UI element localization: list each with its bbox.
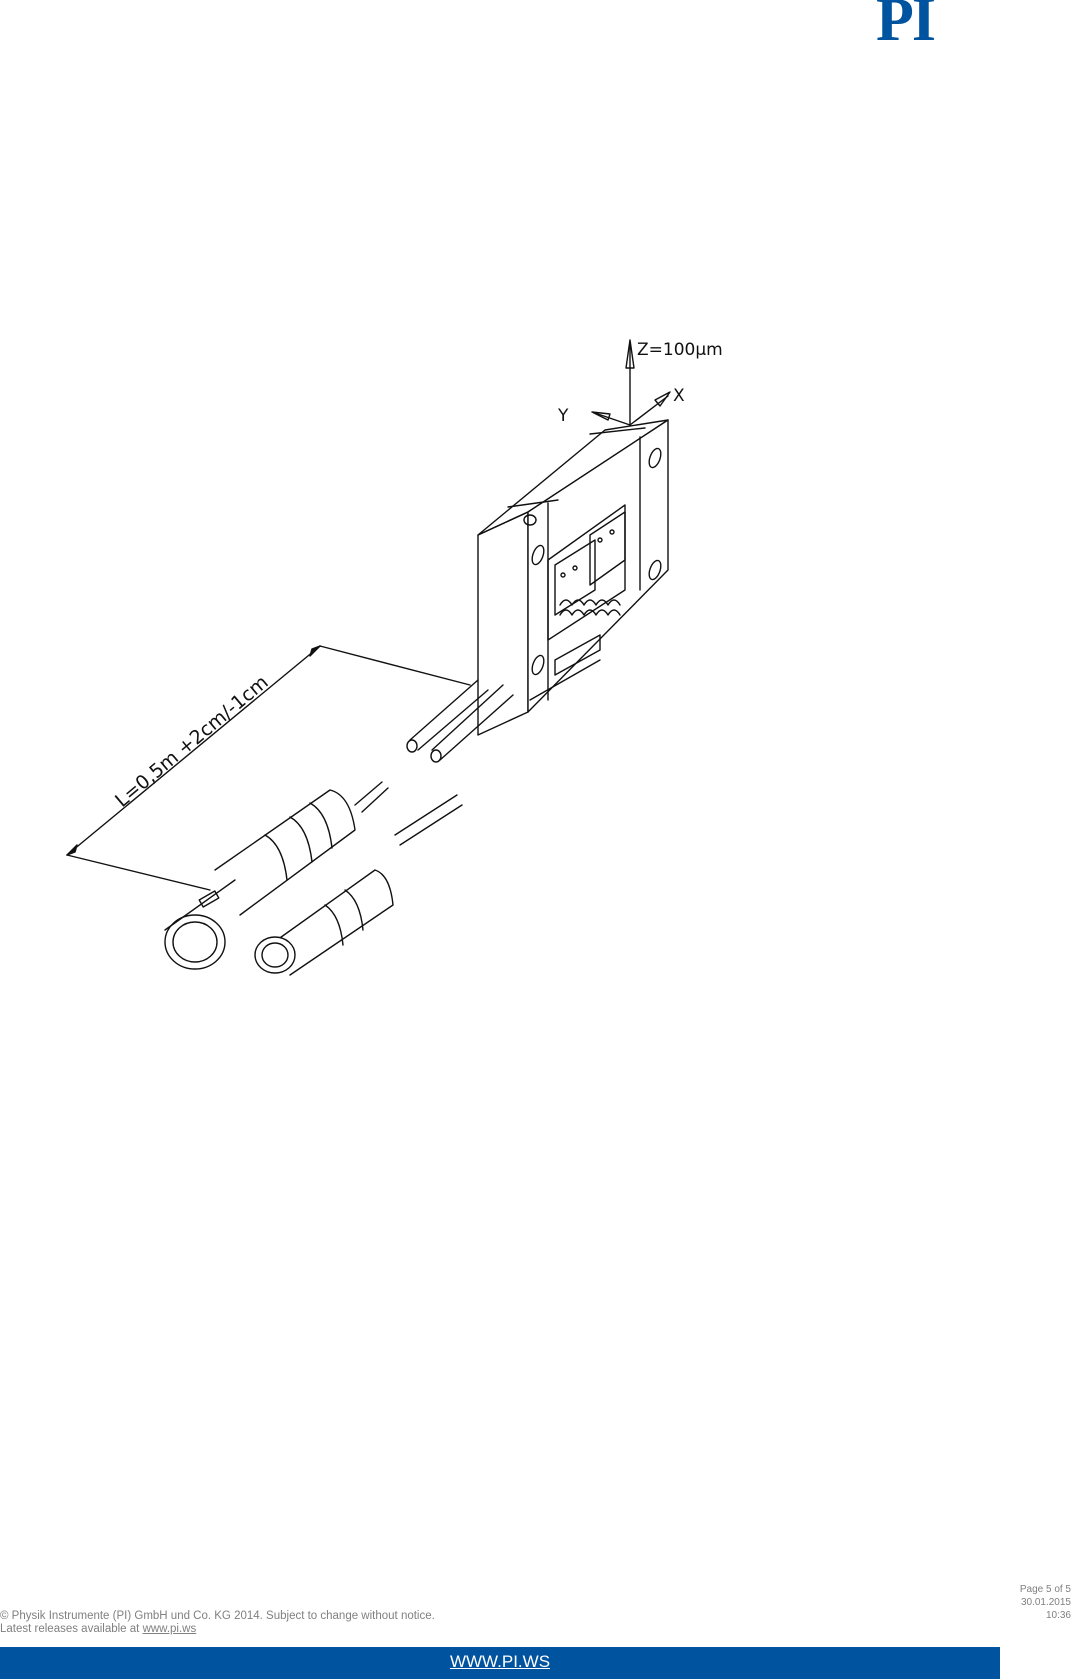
- y-axis-label: Y: [557, 406, 569, 426]
- logo-text: PI: [876, 0, 936, 54]
- page-info: Page 5 of 5 30.01.2015 10:36: [1020, 1583, 1071, 1622]
- latest-releases-line: Latest releases available at www.pi.ws: [0, 1623, 435, 1636]
- footer-legal: © Physik Instrumente (PI) GmbH und Co. K…: [0, 1610, 435, 1636]
- copyright-text: © Physik Instrumente (PI) GmbH und Co. K…: [0, 1610, 435, 1622]
- technical-drawing: Z=100µm X Y L=0,5m +2cm/-1cm: [66, 339, 723, 976]
- footer-bar: WWW.PI.WS: [0, 1647, 1000, 1679]
- x-axis-label: X: [673, 386, 685, 406]
- latest-releases-prefix: Latest releases available at: [0, 1623, 143, 1635]
- website-link[interactable]: WWW.PI.WS: [449, 1652, 551, 1671]
- connector-small: [254, 794, 463, 976]
- dimension-line: [66, 645, 321, 856]
- print-time: 10:36: [1045, 1610, 1071, 1621]
- stage-side-face: [527, 419, 669, 713]
- dimension-label: L=0,5m +2cm/-1cm: [111, 671, 273, 812]
- connector-large: [164, 781, 389, 970]
- latest-releases-link[interactable]: www.pi.ws: [142, 1623, 197, 1635]
- page-number: Page 5 of 5: [1019, 1584, 1071, 1595]
- z-axis-label: Z=100µm: [637, 340, 723, 360]
- pi-logo: PI: [876, 0, 976, 54]
- y-axis-arrow: [594, 412, 631, 426]
- print-date: 30.01.2015: [1020, 1597, 1071, 1608]
- x-axis-arrow: [629, 395, 669, 426]
